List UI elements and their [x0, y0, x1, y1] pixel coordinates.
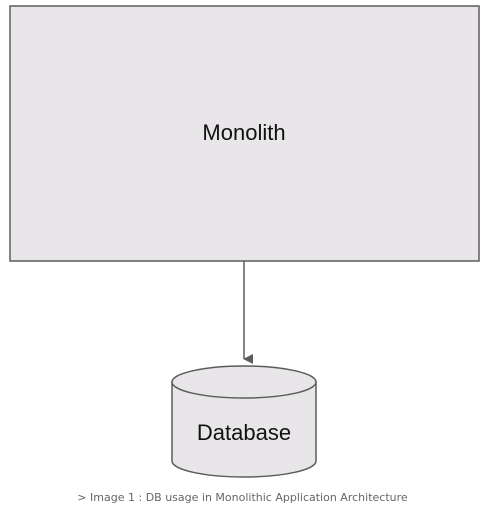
monolith-node: Monolith — [9, 5, 480, 262]
monolith-box — [9, 5, 480, 262]
database-cylinder-top — [171, 365, 317, 399]
database-cylinder-body — [171, 382, 317, 478]
architecture-diagram: Monolith Database — [9, 5, 480, 478]
figure-caption: > Image 1 : DB usage in Monolithic Appli… — [77, 491, 408, 504]
database-node: Database — [171, 365, 317, 478]
database-label: Database — [197, 420, 291, 445]
monolith-label: Monolith — [202, 120, 285, 145]
